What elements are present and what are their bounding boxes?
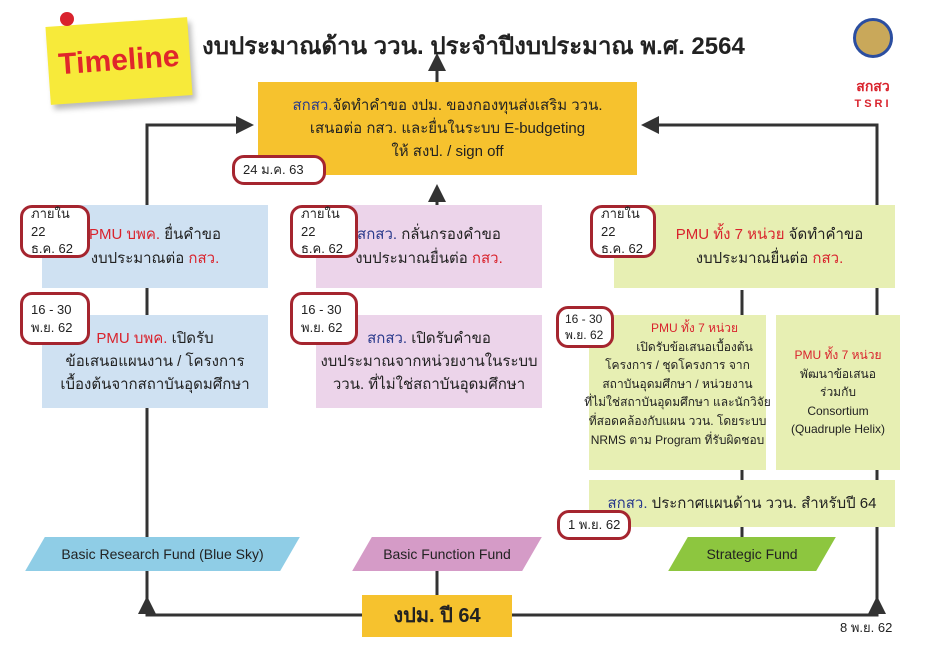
right-develop-box: PMU ทั้ง 7 หน่วย พัฒนาข้อเสนอ ร่วมกับ Co… [776,315,900,470]
right-submit-box: PMU ทั้ง 7 หน่วย จัดทำคำขอ งบประมาณยื่นต… [614,205,895,288]
budget-box: งปม. ปี 64 [362,595,512,637]
logo-thai-text: สกสว [856,78,890,94]
pin-icon [60,12,74,26]
timeline-badge: Timeline [57,39,181,82]
box-text: ให้ สงป. / sign off [391,143,504,161]
right-open-box: PMU ทั้ง 7 หน่วย เปิดรับข้อเสนอเบื้องต้น… [584,315,771,470]
date-badge: 24 ม.ค. 63 [232,155,326,185]
right-announce-box: สกสว. ประกาศแผนด้าน ววน. สำหรับปี 64 [589,480,895,527]
date-badge: 1 พ.ย. 62 [557,510,631,540]
box-text: เสนอต่อ กสว. และยื่นในระบบ E-budgeting [309,119,586,137]
fund-label-strategic: Strategic Fund [678,537,826,571]
box-text: จัดทำคำขอ งปม. ของกองทุนส่งเสริม ววน. [332,96,603,114]
globe-icon [853,18,893,58]
document-date: 8 พ.ย. 62 [840,620,893,635]
fund-label-basic-function: Basic Function Fund [362,537,532,571]
logo-english-text: TSRI [854,98,892,110]
tsri-logo: สกสว TSRI [838,18,908,110]
org-label: สกสว. [292,96,333,114]
page-title: งบประมาณด้าน ววน. ประจำปีงบประมาณ พ.ศ. 2… [202,33,745,60]
fund-label-basic-research: Basic Research Fund (Blue Sky) [35,537,290,571]
timeline-sticky-note: Timeline [45,17,193,105]
